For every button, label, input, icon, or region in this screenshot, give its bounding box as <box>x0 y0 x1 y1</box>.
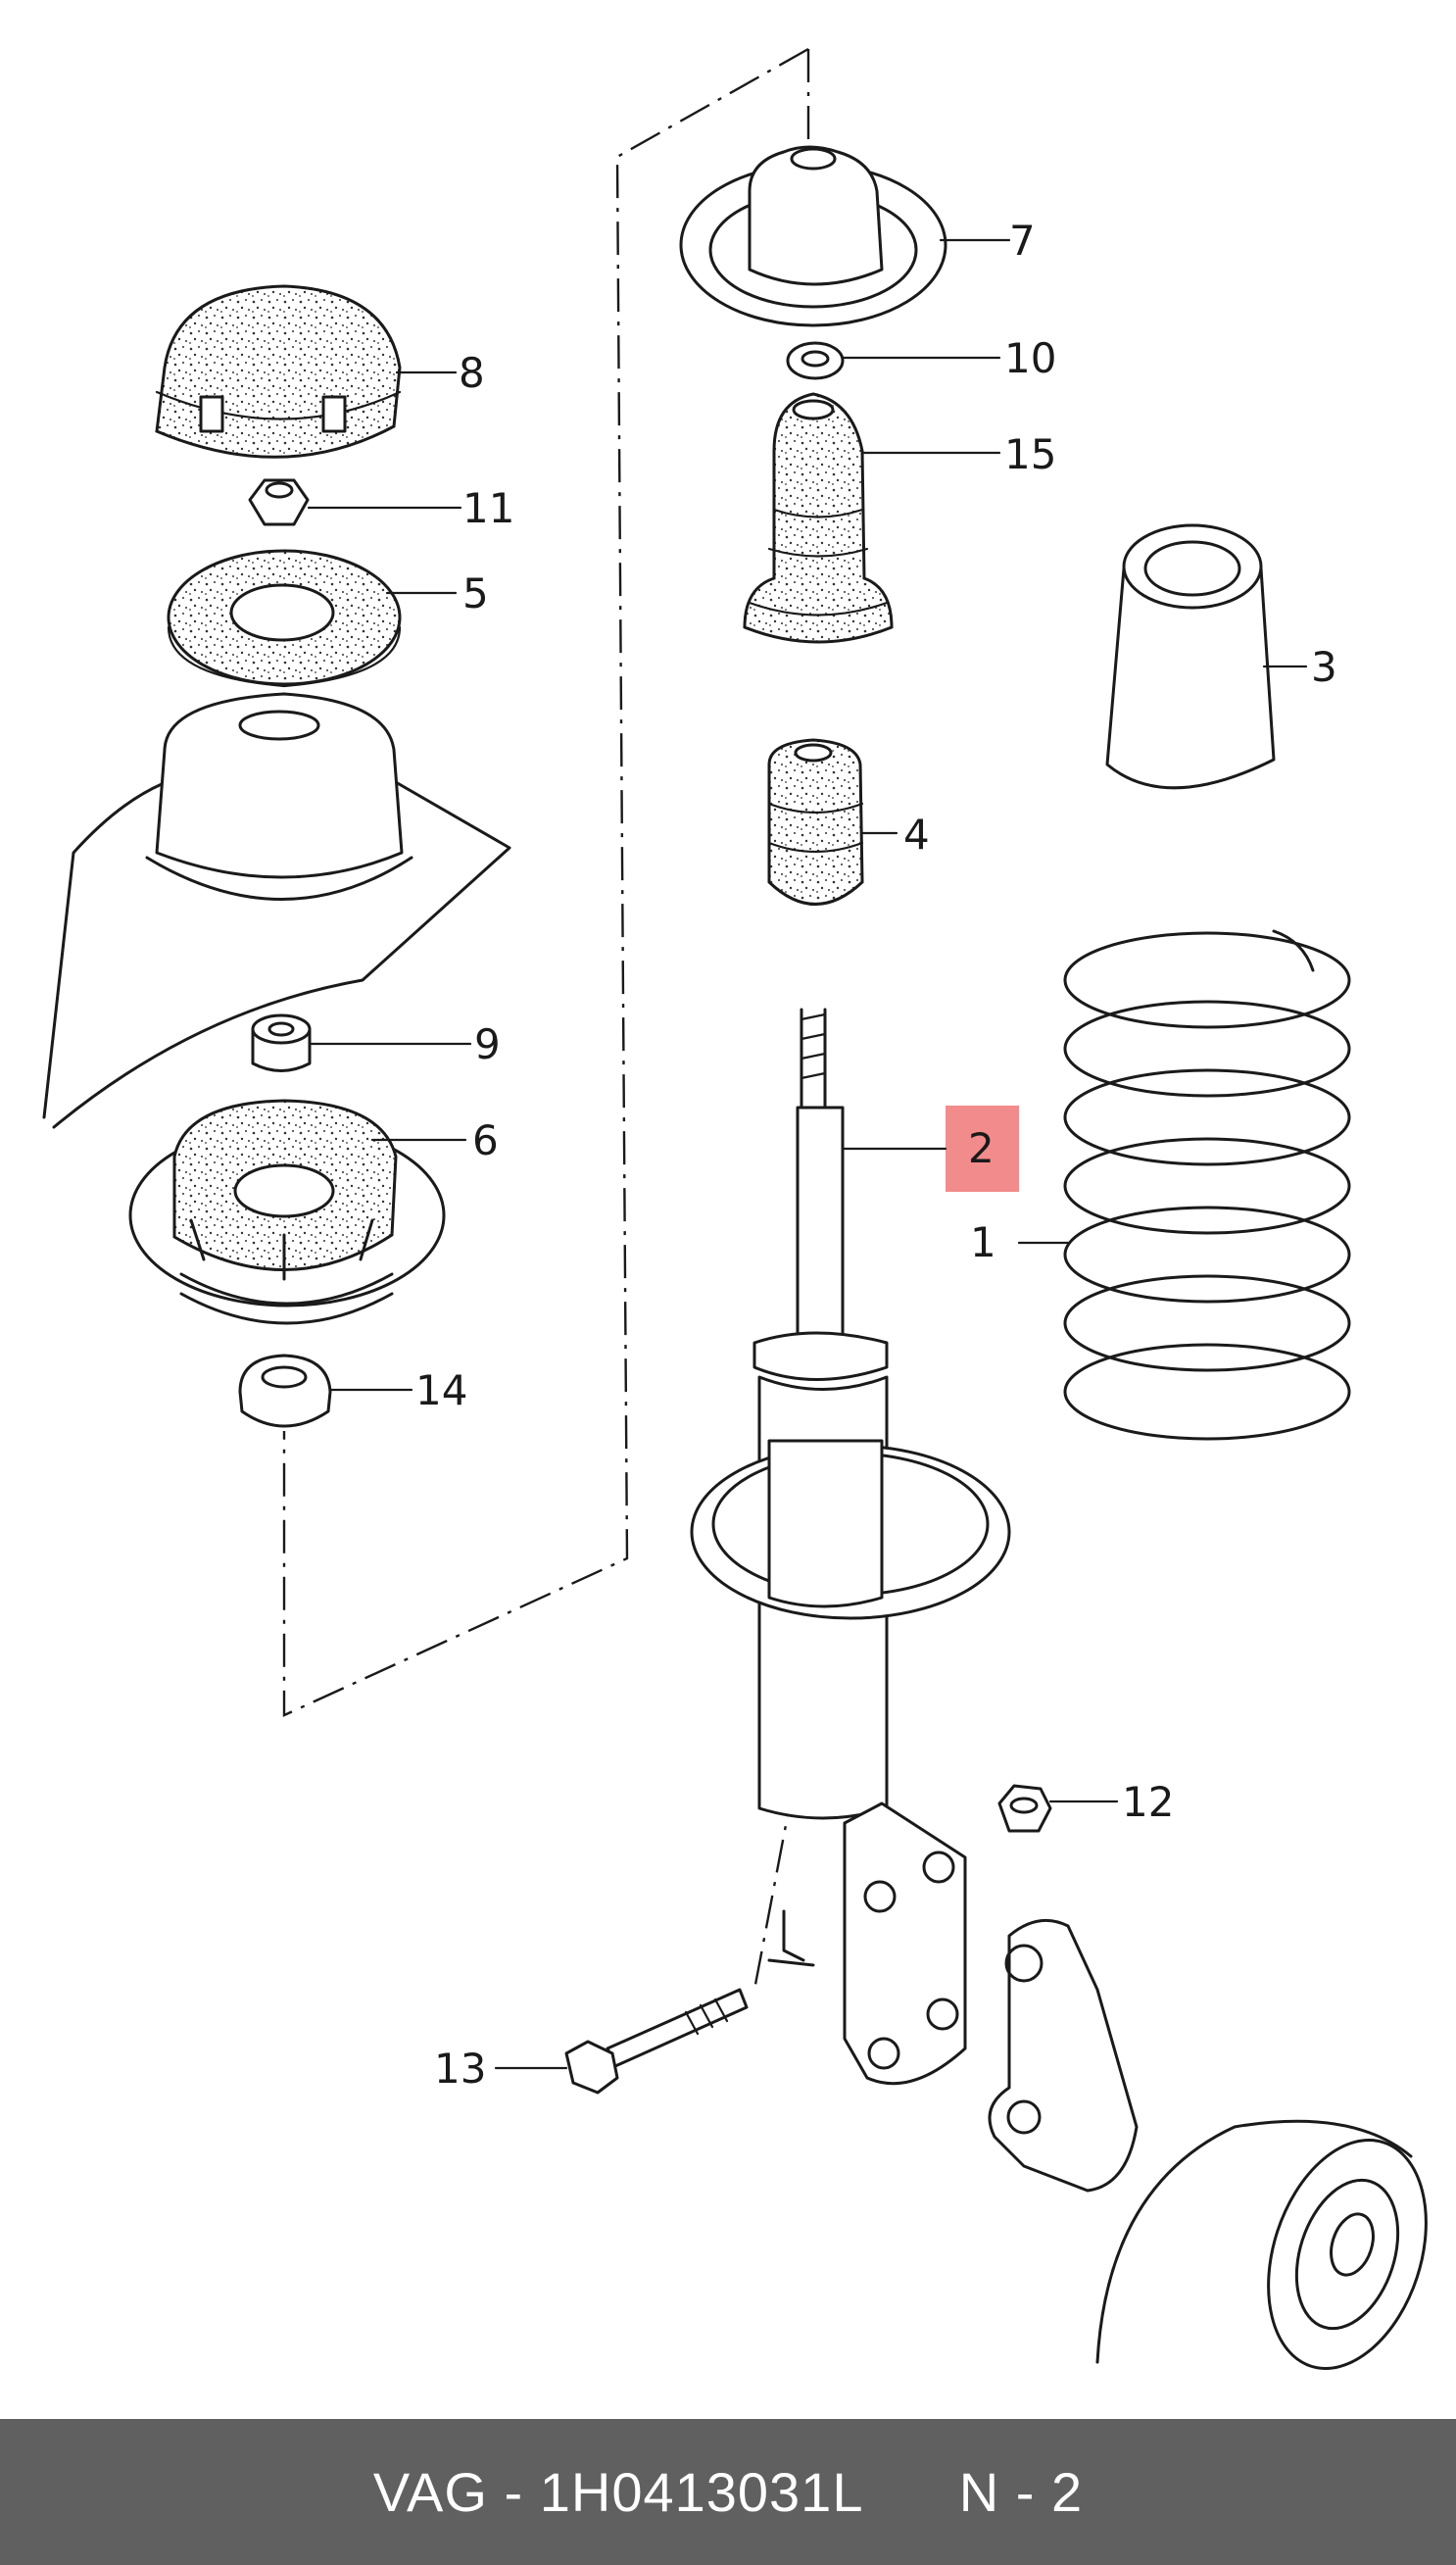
callout-label-15: 15 <box>1004 430 1056 478</box>
part-9-bushing <box>251 1013 312 1072</box>
part-reference: VAG - 1H0413031L <box>372 2461 862 2523</box>
callout-label-7: 7 <box>1009 217 1036 265</box>
part-5-bearing-washer <box>167 549 402 688</box>
callout-label-5: 5 <box>462 569 489 617</box>
callout-label-13: 13 <box>434 2045 486 2093</box>
leader-lines <box>307 238 1308 2070</box>
part-13-bolt <box>564 1988 749 2095</box>
part-3-protective-sleeve <box>1105 523 1276 790</box>
part-7-strut-mount <box>679 145 947 327</box>
part-8-cap <box>155 284 402 459</box>
assembly-guide-lines <box>282 47 810 1991</box>
wheel-hub-knuckle <box>988 1918 1428 2370</box>
part-2-shock-absorber <box>690 1008 1011 2086</box>
callout-label-14: 14 <box>415 1366 467 1414</box>
callout-label-6: 6 <box>472 1116 499 1164</box>
callout-label-3: 3 <box>1311 643 1337 691</box>
callout-label-1: 1 <box>970 1218 996 1266</box>
part-12-nut <box>997 1784 1052 1833</box>
part-4-bump-stop <box>767 738 864 906</box>
position-code: N - 2 <box>958 2461 1084 2523</box>
callout-label-12: 12 <box>1122 1778 1174 1826</box>
callout-label-4: 4 <box>903 811 930 859</box>
part-14-buffer <box>238 1354 332 1428</box>
callout-label-8: 8 <box>459 349 485 397</box>
part-info-footer: VAG - 1H0413031L N - 2 <box>0 2419 1456 2565</box>
callout-label-10: 10 <box>1004 334 1056 382</box>
callout-label-9: 9 <box>474 1020 501 1068</box>
part-6-strut-mount <box>128 1099 446 1325</box>
callout-label-11: 11 <box>462 484 514 532</box>
part-10-washer <box>786 341 845 380</box>
part-15-bump-stop <box>743 392 894 644</box>
part-1-coil-spring <box>1063 929 1351 1441</box>
callout-2-highlight <box>946 1106 1019 1192</box>
callout-label-2: 2 <box>968 1124 995 1172</box>
footer-text: VAG - 1H0413031L N - 2 <box>373 2460 1083 2524</box>
exploded-parts-diagram: 1 2 3 4 5 6 7 8 9 10 11 12 13 14 15 <box>42 47 1428 2370</box>
body-turret <box>42 692 511 1129</box>
part-11-nut <box>248 478 310 526</box>
